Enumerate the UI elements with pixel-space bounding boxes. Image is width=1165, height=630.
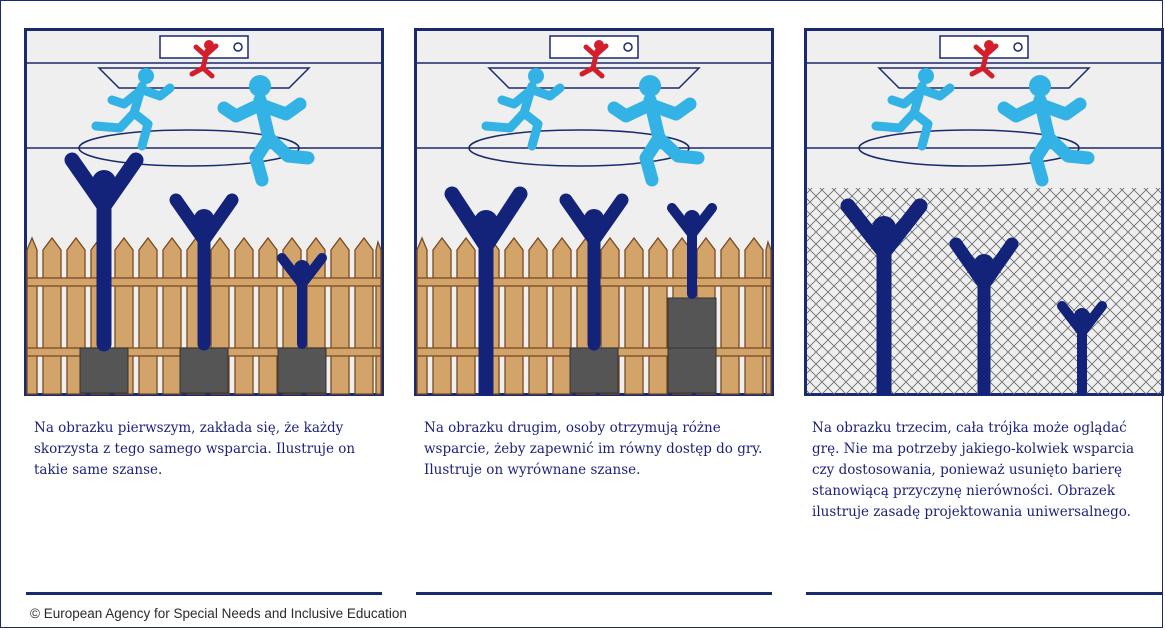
box: [668, 348, 716, 393]
panel-equity: [414, 28, 774, 396]
box: [570, 348, 618, 393]
divider-line: [26, 592, 382, 595]
support-boxes: [80, 348, 326, 393]
illustration-equity: [414, 28, 774, 396]
illustration-universal-design: [804, 28, 1164, 396]
box: [278, 348, 326, 393]
illustration-equality: [24, 28, 384, 396]
box: [668, 298, 716, 348]
caption-universal-design: Na obrazku trzecim, cała trójka może ogl…: [812, 418, 1152, 523]
box: [180, 348, 228, 393]
divider-line: [416, 592, 772, 595]
copyright-notice: © European Agency for Special Needs and …: [30, 606, 407, 621]
caption-equity: Na obrazku drugim, osoby otrzymują różne…: [424, 418, 764, 481]
caption-equality: Na obrazku pierwszym, zakłada się, że ka…: [34, 418, 374, 481]
box: [80, 348, 128, 393]
panel-equality: [24, 28, 384, 396]
panel-universal-design: [804, 28, 1164, 396]
divider-line: [806, 592, 1162, 595]
